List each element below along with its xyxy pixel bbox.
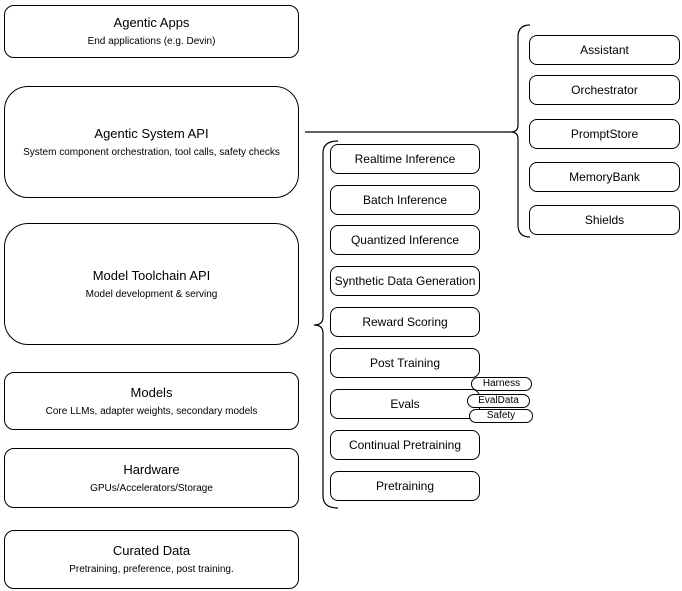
node-label: Shields [584,213,625,227]
node-subtitle: GPUs/Accelerators/Storage [90,482,213,494]
node-label: Post Training [369,356,441,370]
pill-label: Harness [482,378,521,389]
node-subtitle: Model development & serving [85,288,218,300]
evals-tag-evaldata[interactable]: EvalData [467,394,530,408]
node-reward-scoring[interactable]: Reward Scoring [330,307,480,337]
node-memorybank[interactable]: MemoryBank [529,162,680,192]
node-title: Models [130,384,173,400]
node-shields[interactable]: Shields [529,205,680,235]
system-group-brace [510,24,531,238]
toolchain-group-brace [313,140,339,509]
node-realtime-inference[interactable]: Realtime Inference [330,144,480,174]
node-subtitle: Pretraining, preference, post training. [69,564,234,575]
node-label: Continual Pretraining [348,438,462,452]
node-subtitle: Core LLMs, adapter weights, secondary mo… [45,405,258,417]
node-title: Curated Data [112,543,191,558]
node-label: Synthetic Data Generation [334,274,476,288]
node-pretraining[interactable]: Pretraining [330,471,480,501]
node-continual-pretraining[interactable]: Continual Pretraining [330,430,480,460]
node-label: Batch Inference [362,193,448,207]
node-label: Evals [390,397,420,411]
node-curated-data[interactable]: Curated Data Pretraining, preference, po… [4,530,299,589]
node-orchestrator[interactable]: Orchestrator [529,75,680,105]
node-label: MemoryBank [569,170,640,184]
node-title: Agentic System API [94,125,209,141]
node-title: Agentic Apps [113,15,190,30]
node-agentic-apps[interactable]: Agentic Apps End applications (e.g. Devi… [4,5,299,58]
node-label: Assistant [580,43,629,57]
node-label: Quantized Inference [350,233,460,247]
node-quantized-inference[interactable]: Quantized Inference [330,225,480,255]
node-post-training[interactable]: Post Training [330,348,480,378]
node-subtitle: End applications (e.g. Devin) [87,36,216,47]
node-label: Pretraining [375,479,435,493]
pill-label: Safety [486,410,516,421]
node-agentic-system-api[interactable]: Agentic System API System component orch… [4,86,299,198]
node-label: PromptStore [570,127,639,141]
node-batch-inference[interactable]: Batch Inference [330,185,480,215]
node-title: Model Toolchain API [92,267,211,283]
evals-tag-harness[interactable]: Harness [471,377,532,391]
node-synthetic-data-generation[interactable]: Synthetic Data Generation [330,266,480,296]
evals-tag-safety[interactable]: Safety [469,409,533,423]
node-label: Reward Scoring [362,315,448,329]
node-promptstore[interactable]: PromptStore [529,119,680,149]
node-subtitle: System component orchestration, tool cal… [23,146,280,158]
node-title: Hardware [123,461,180,477]
node-label: Realtime Inference [354,152,456,166]
node-label: Orchestrator [571,83,638,97]
node-assistant[interactable]: Assistant [529,35,680,65]
node-hardware[interactable]: Hardware GPUs/Accelerators/Storage [4,448,299,508]
pill-label: EvalData [478,395,519,406]
node-models[interactable]: Models Core LLMs, adapter weights, secon… [4,372,299,430]
node-evals[interactable]: Evals [330,389,480,419]
node-model-toolchain-api[interactable]: Model Toolchain API Model development & … [4,223,299,345]
